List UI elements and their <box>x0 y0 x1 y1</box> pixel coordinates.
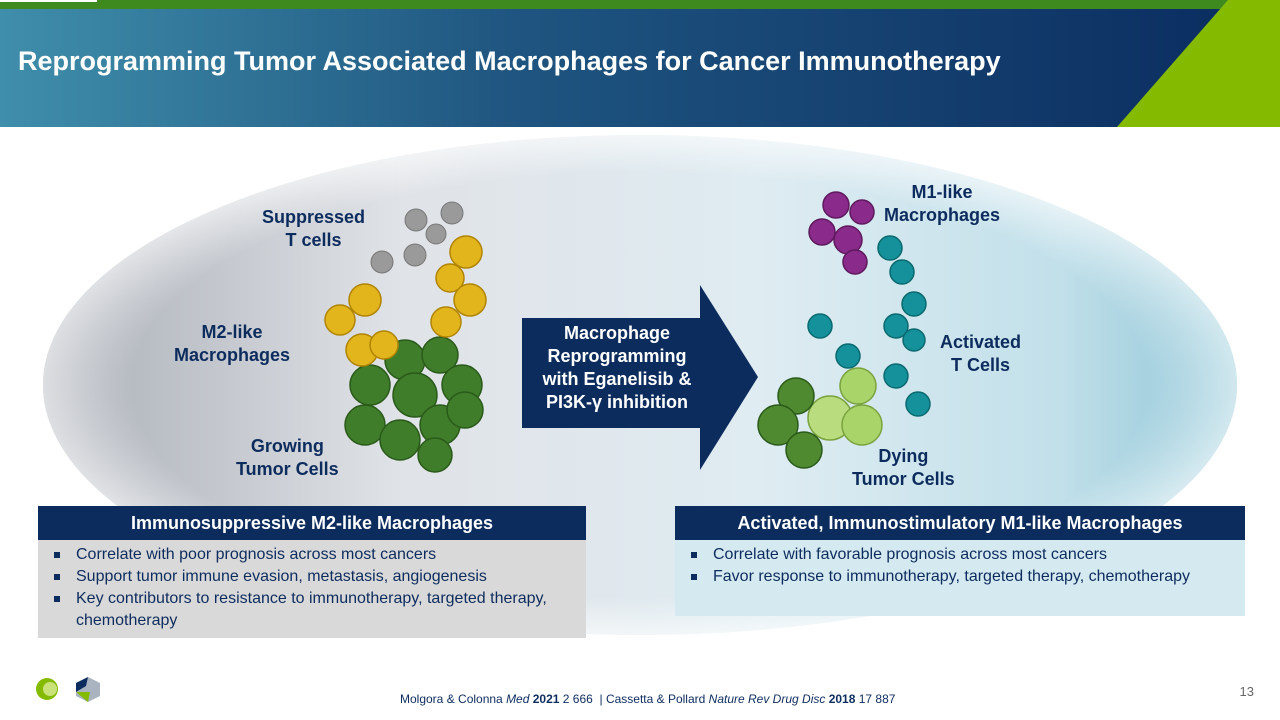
lime-corner-triangle <box>1117 0 1280 127</box>
bullet: Favor response to immunotherapy, targete… <box>689 566 1233 588</box>
left-box-body: Correlate with poor prognosis across mos… <box>38 540 586 638</box>
bullet: Support tumor immune evasion, metastasis… <box>52 566 574 588</box>
left-box-heading: Immunosuppressive M2-like Macrophages <box>38 506 586 540</box>
bullet: Correlate with poor prognosis across mos… <box>52 544 574 566</box>
page-number: 13 <box>1239 684 1254 699</box>
top-white-mark <box>0 0 97 2</box>
references: Molgora & Colonna Med 2021 2 666 | Casse… <box>400 692 896 706</box>
title-banner <box>0 9 1280 127</box>
company-logos <box>36 677 100 702</box>
bullet: Correlate with favorable prognosis acros… <box>689 544 1233 566</box>
top-accent-bar <box>0 0 1280 9</box>
reprogramming-arrow <box>522 285 758 470</box>
slide-title: Reprogramming Tumor Associated Macrophag… <box>18 46 1001 76</box>
growing-tumor-cells-illustration <box>344 336 484 473</box>
m1-macrophages-illustration <box>808 191 875 275</box>
m2-macrophages-illustration <box>324 235 487 367</box>
suppressed-t-cells-illustration <box>370 201 464 274</box>
bullet: Key contributors to resistance to immuno… <box>52 588 574 632</box>
right-box-heading: Activated, Immunostimulatory M1-like Mac… <box>675 506 1245 540</box>
activated-t-cells-illustration <box>807 235 931 417</box>
dying-tumor-cells-illustration <box>757 367 883 469</box>
right-box-body: Correlate with favorable prognosis acros… <box>675 540 1245 616</box>
